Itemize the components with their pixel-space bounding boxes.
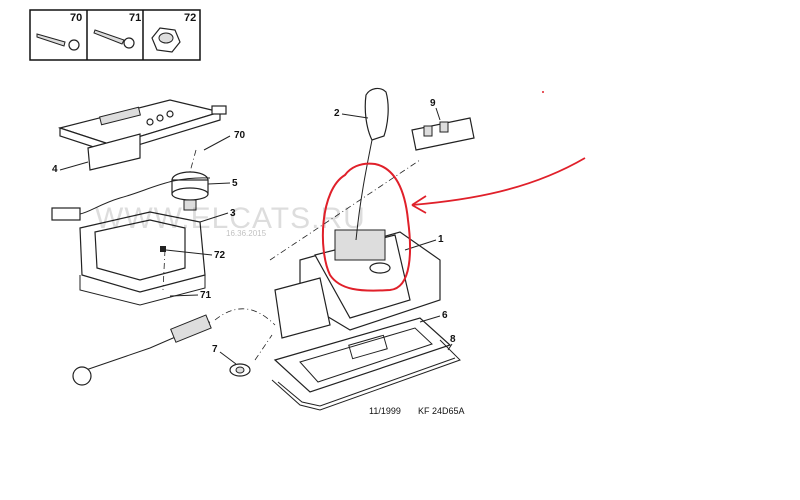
shift-lever — [355, 87, 389, 241]
callout-6: 6 — [442, 310, 448, 321]
callout-70: 70 — [234, 130, 246, 141]
gear-selector-housing — [274, 229, 441, 339]
shift-cable — [72, 308, 276, 386]
indicator-unit — [171, 171, 209, 211]
callout-7: 7 — [212, 344, 218, 355]
screw-icon — [36, 33, 80, 51]
switch-module — [411, 117, 475, 151]
watermark-text: WWW.ELCATS.RU — [95, 202, 366, 235]
callout-8: 8 — [450, 334, 456, 345]
base-plate — [271, 339, 461, 411]
bolt-icon — [93, 29, 135, 49]
callout-2: 2 — [334, 108, 340, 119]
selector-cover — [57, 99, 227, 171]
part-number-70: 70 — [70, 12, 82, 24]
part-number-72: 72 — [184, 12, 196, 24]
callout-5: 5 — [232, 178, 238, 189]
callout-9: 9 — [430, 98, 436, 109]
nut-icon — [151, 27, 181, 53]
footer-code: KF 24D65A — [418, 406, 465, 416]
red-annotation — [321, 91, 586, 292]
callout-71: 71 — [200, 290, 212, 301]
callout-4: 4 — [52, 164, 58, 175]
fastener-legend-box: 70 71 72 — [29, 9, 201, 61]
part-number-71: 71 — [129, 12, 141, 24]
callout-1: 1 — [438, 234, 444, 245]
watermark-date: 16.36.2015 — [226, 229, 267, 238]
mounting-bracket — [79, 211, 206, 306]
footer-date: 11/1999 — [369, 406, 401, 416]
connector — [51, 207, 81, 221]
gasket — [273, 317, 452, 393]
grommet — [229, 363, 251, 377]
arrow-head-icon — [411, 195, 427, 214]
callout-72: 72 — [214, 250, 226, 261]
callout-3: 3 — [230, 208, 236, 219]
